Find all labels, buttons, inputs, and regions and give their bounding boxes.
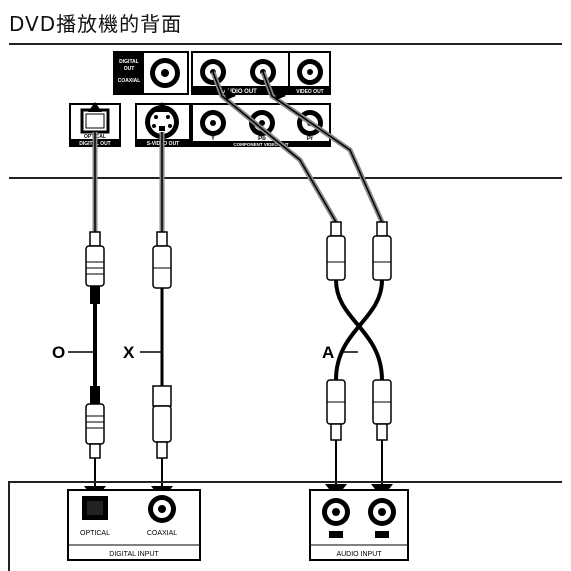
optical-cable xyxy=(84,102,106,500)
audio-input-block xyxy=(309,489,409,561)
receiver-panel-edge xyxy=(8,481,562,571)
dvd-coaxial-jack[interactable] xyxy=(150,58,180,88)
digital-input-label: DIGITAL INPUT xyxy=(109,551,159,558)
coaxial-cable xyxy=(151,102,173,500)
digital-out-text-2: OUT xyxy=(124,66,135,72)
page-title: DVD播放機的背面 xyxy=(9,12,183,36)
dvd-s-video-jack[interactable] xyxy=(145,105,179,139)
receiver-audio-right-jack[interactable] xyxy=(368,498,396,538)
optical-cable-label: O xyxy=(52,343,65,362)
receiver-audio-left-jack[interactable] xyxy=(322,498,350,538)
dvd-component-pb-jack[interactable] xyxy=(249,110,275,136)
coaxial-cable-label: X xyxy=(123,343,135,362)
component-pr-label: Pr xyxy=(307,136,314,142)
audio-input-label: AUDIO INPUT xyxy=(336,551,382,558)
component-y-label: Y xyxy=(211,136,215,142)
coaxial-small-text: COAXIAL xyxy=(118,78,141,84)
receiver-optical-jack[interactable] xyxy=(82,496,108,520)
digital-out-tag xyxy=(114,52,144,94)
component-pb-label: Pb xyxy=(258,136,266,142)
dvd-optical-out-jack[interactable] xyxy=(80,108,110,134)
receiver-coaxial-jack[interactable] xyxy=(148,495,176,523)
audio-cable-label: A xyxy=(322,343,334,362)
receiver-coaxial-label: COAXIAL xyxy=(147,530,177,537)
audio-out-label: AUDIO OUT xyxy=(223,89,257,95)
audio-cable xyxy=(210,71,393,498)
receiver-optical-label: OPTICAL xyxy=(80,530,110,537)
dvd-video-out-jack[interactable] xyxy=(297,59,323,85)
dvd-component-y-jack[interactable] xyxy=(200,110,226,136)
video-out-label: VIDEO OUT xyxy=(296,89,324,95)
component-video-out-label: COMPONENT VIDEO OUT xyxy=(233,142,289,147)
digital-out-text-1: DIGITAL xyxy=(119,59,139,65)
